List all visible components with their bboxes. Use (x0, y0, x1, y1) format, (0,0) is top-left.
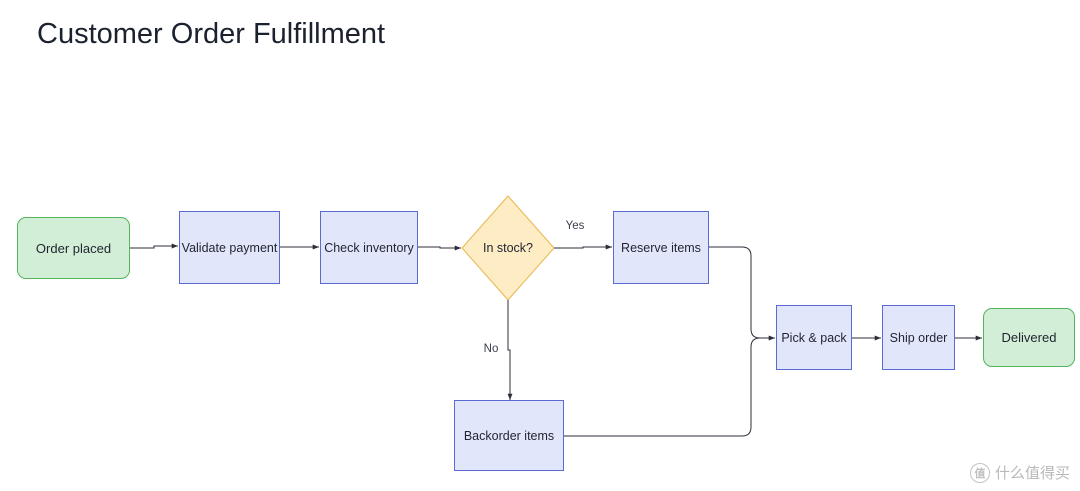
edge-check-to-decision (418, 245, 461, 251)
watermark-text: 什么值得买 (994, 464, 1070, 482)
node-backorder-items: Backorder items (454, 400, 564, 471)
node-validate-payment: Validate payment (179, 211, 280, 284)
edge-label-no: No (483, 343, 499, 355)
node-check-inventory: Check inventory (320, 211, 418, 284)
page-title: Customer Order Fulfillment (37, 18, 386, 50)
node-order-placed: Order placed (17, 217, 130, 279)
edge-label-yes: Yes (565, 220, 585, 232)
edge-backorder-to-pick (564, 337, 761, 437)
node-in-stock-label: In stock? (482, 241, 534, 255)
watermark: 值 什么值得买 (969, 462, 1070, 483)
edge-yes-to-reserve (554, 244, 612, 250)
node-delivered: Delivered (983, 308, 1075, 367)
edge-reserve-to-pick (709, 246, 775, 341)
node-ship-order: Ship order (882, 305, 955, 370)
watermark-logo-icon: 值 (969, 462, 990, 483)
edge-order-to-validate (130, 243, 178, 249)
node-pick-pack: Pick & pack (776, 305, 852, 370)
edge-no-to-backorder (507, 300, 513, 400)
node-reserve-items: Reserve items (613, 211, 709, 284)
